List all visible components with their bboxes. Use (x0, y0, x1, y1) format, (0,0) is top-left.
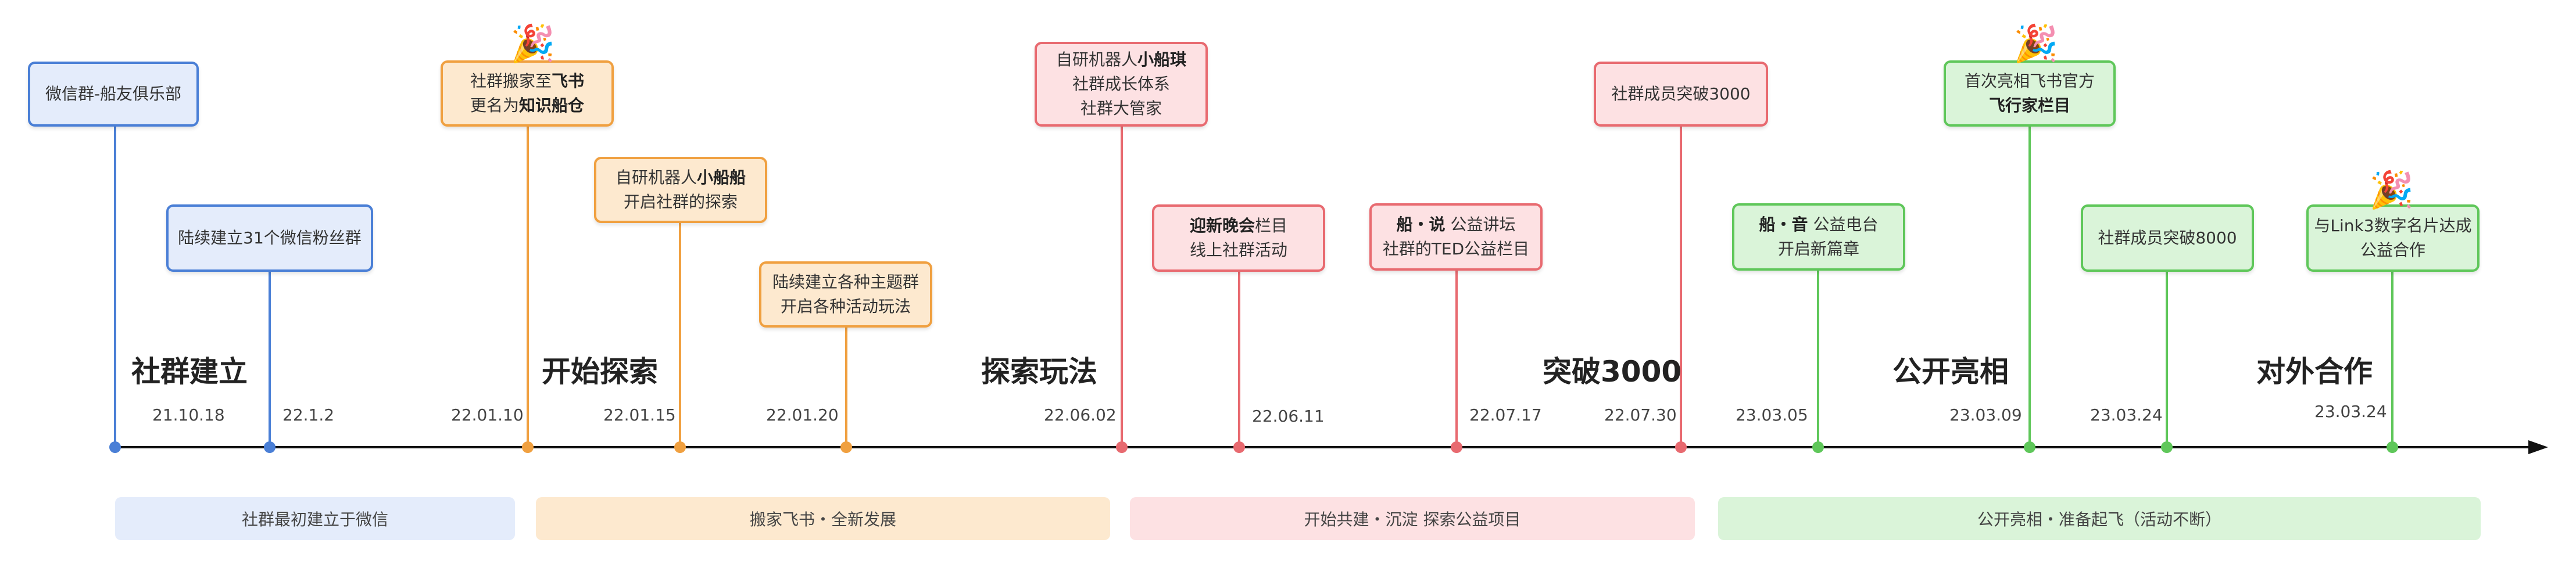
event-date-7: 22.06.11 (1252, 407, 1325, 426)
event-card-4: 自研机器人小船船 开启社群的探索 (594, 157, 767, 223)
event-3-line-1: 社群搬家至飞书 (470, 71, 585, 91)
event-card-6: 自研机器人小船琪 社群成长体系 社群大管家 (1035, 42, 1208, 127)
event-7-line-1: 迎新晚会栏目 (1189, 216, 1288, 235)
event-dot-13 (2387, 441, 2398, 453)
event-11-line-1: 首次亮相飞书官方 (1964, 71, 2095, 91)
event-5-line-1: 陆续建立各种主题群 (772, 272, 919, 292)
event-10-line-2: 开启新篇章 (1777, 239, 1859, 258)
phase-title-2: 开始探索 (542, 355, 658, 389)
event-card-1: 微信群-船友俱乐部 (28, 62, 199, 127)
event-5-line-2: 开启各种活动玩法 (780, 297, 911, 316)
event-dot-9 (1675, 441, 1687, 453)
event-card-10: 船・音 公益电台 开启新篇章 (1732, 203, 1905, 271)
event-date-5: 22.01.20 (766, 405, 839, 425)
event-date-13: 23.03.24 (2314, 402, 2387, 421)
event-date-2: 22.1.2 (282, 405, 335, 425)
event-card-7: 迎新晚会栏目 线上社群活动 (1152, 204, 1325, 272)
phase-title-6: 对外合作 (2256, 355, 2373, 389)
event-card-3: 社群搬家至飞书 更名为知识船仓 (441, 60, 614, 127)
event-date-9: 22.07.30 (1604, 405, 1677, 425)
phase-title-3: 探索玩法 (981, 355, 1097, 389)
phase-band-1: 社群最初建立于微信 (115, 497, 515, 540)
event-date-3: 22.01.10 (451, 405, 524, 425)
event-dot-11 (2024, 441, 2035, 453)
phase-band-2-label: 搬家飞书・全新发展 (749, 510, 896, 529)
event-dot-3 (522, 441, 534, 453)
event-dot-4 (674, 441, 686, 453)
phase-title-5: 公开亮相 (1892, 355, 2009, 389)
event-card-13: 与Link3数字名片达成 公益合作 (2306, 204, 2480, 272)
phase-band-2: 搬家飞书・全新发展 (536, 497, 1110, 540)
event-13-line-1: 与Link3数字名片达成 (2314, 216, 2472, 235)
event-6-line-3: 社群大管家 (1080, 99, 1162, 118)
event-dot-6 (1116, 441, 1128, 453)
event-10-line-1: 船・音 公益电台 (1759, 215, 1879, 234)
event-card-2: 陆续建立31个微信粉丝群 (166, 204, 373, 272)
event-dot-12 (2161, 441, 2173, 453)
phase-band-3: 开始共建・沉淀 探索公益项目 (1130, 497, 1695, 540)
phase-band-4: 公开亮相・准备起飞（活动不断） (1718, 497, 2481, 540)
phase-title-4: 突破3000 (1543, 355, 1682, 389)
event-8-line-2: 社群的TED公益栏目 (1382, 239, 1530, 258)
event-dot-8 (1451, 441, 1462, 453)
event-card-9: 社群成员突破3000 (1594, 62, 1768, 127)
event-4-line-2: 开启社群的探索 (623, 192, 738, 211)
event-8-line-1: 船・说 公益讲坛 (1396, 215, 1516, 234)
event-date-1: 21.10.18 (152, 405, 225, 425)
event-dot-5 (840, 441, 852, 453)
phase-title-1: 社群建立 (131, 355, 248, 389)
event-1-line-1: 微信群-船友俱乐部 (45, 84, 182, 103)
event-date-10: 23.03.05 (1736, 405, 1808, 425)
event-card-11: 首次亮相飞书官方 飞行家栏目 (1944, 60, 2116, 127)
event-6-line-1: 自研机器人小船琪 (1056, 50, 1187, 69)
event-dot-7 (1233, 441, 1245, 453)
event-13-line-2: 公益合作 (2360, 240, 2425, 260)
event-dot-2 (264, 441, 276, 453)
event-date-12: 23.03.24 (2090, 405, 2163, 425)
event-3-line-2: 更名为知识船仓 (470, 96, 585, 115)
event-dot-10 (1812, 441, 1824, 453)
phase-band-3-label: 开始共建・沉淀 探索公益项目 (1304, 510, 1521, 529)
party-popper-icon: 🎉 (510, 22, 556, 64)
phase-band-1-label: 社群最初建立于微信 (241, 510, 388, 529)
event-7-line-2: 线上社群活动 (1189, 240, 1287, 260)
party-popper-icon: 🎉 (2369, 168, 2414, 211)
event-9-line-1: 社群成员突破3000 (1611, 84, 1751, 103)
event-card-8: 船・说 公益讲坛 社群的TED公益栏目 (1369, 203, 1543, 271)
event-11-line-2: 飞行家栏目 (1988, 96, 2070, 115)
event-date-8: 22.07.17 (1469, 405, 1542, 425)
event-2-line-1: 陆续建立31个微信粉丝群 (178, 228, 362, 247)
event-card-5: 陆续建立各种主题群 开启各种活动玩法 (759, 261, 932, 328)
event-card-12: 社群成员突破8000 (2081, 204, 2254, 272)
party-popper-icon: 🎉 (2013, 22, 2059, 64)
event-date-4: 22.01.15 (603, 405, 676, 425)
event-4-line-1: 自研机器人小船船 (615, 168, 746, 187)
event-date-6: 22.06.02 (1044, 405, 1117, 425)
phase-band-4-label: 公开亮相・准备起飞（活动不断） (1977, 510, 2221, 529)
event-12-line-1: 社群成员突破8000 (2098, 228, 2237, 247)
event-6-line-2: 社群成长体系 (1072, 74, 1170, 94)
event-date-11: 23.03.09 (1949, 405, 2022, 425)
event-dot-1 (109, 441, 121, 453)
timeline-arrow-icon (2528, 440, 2548, 454)
